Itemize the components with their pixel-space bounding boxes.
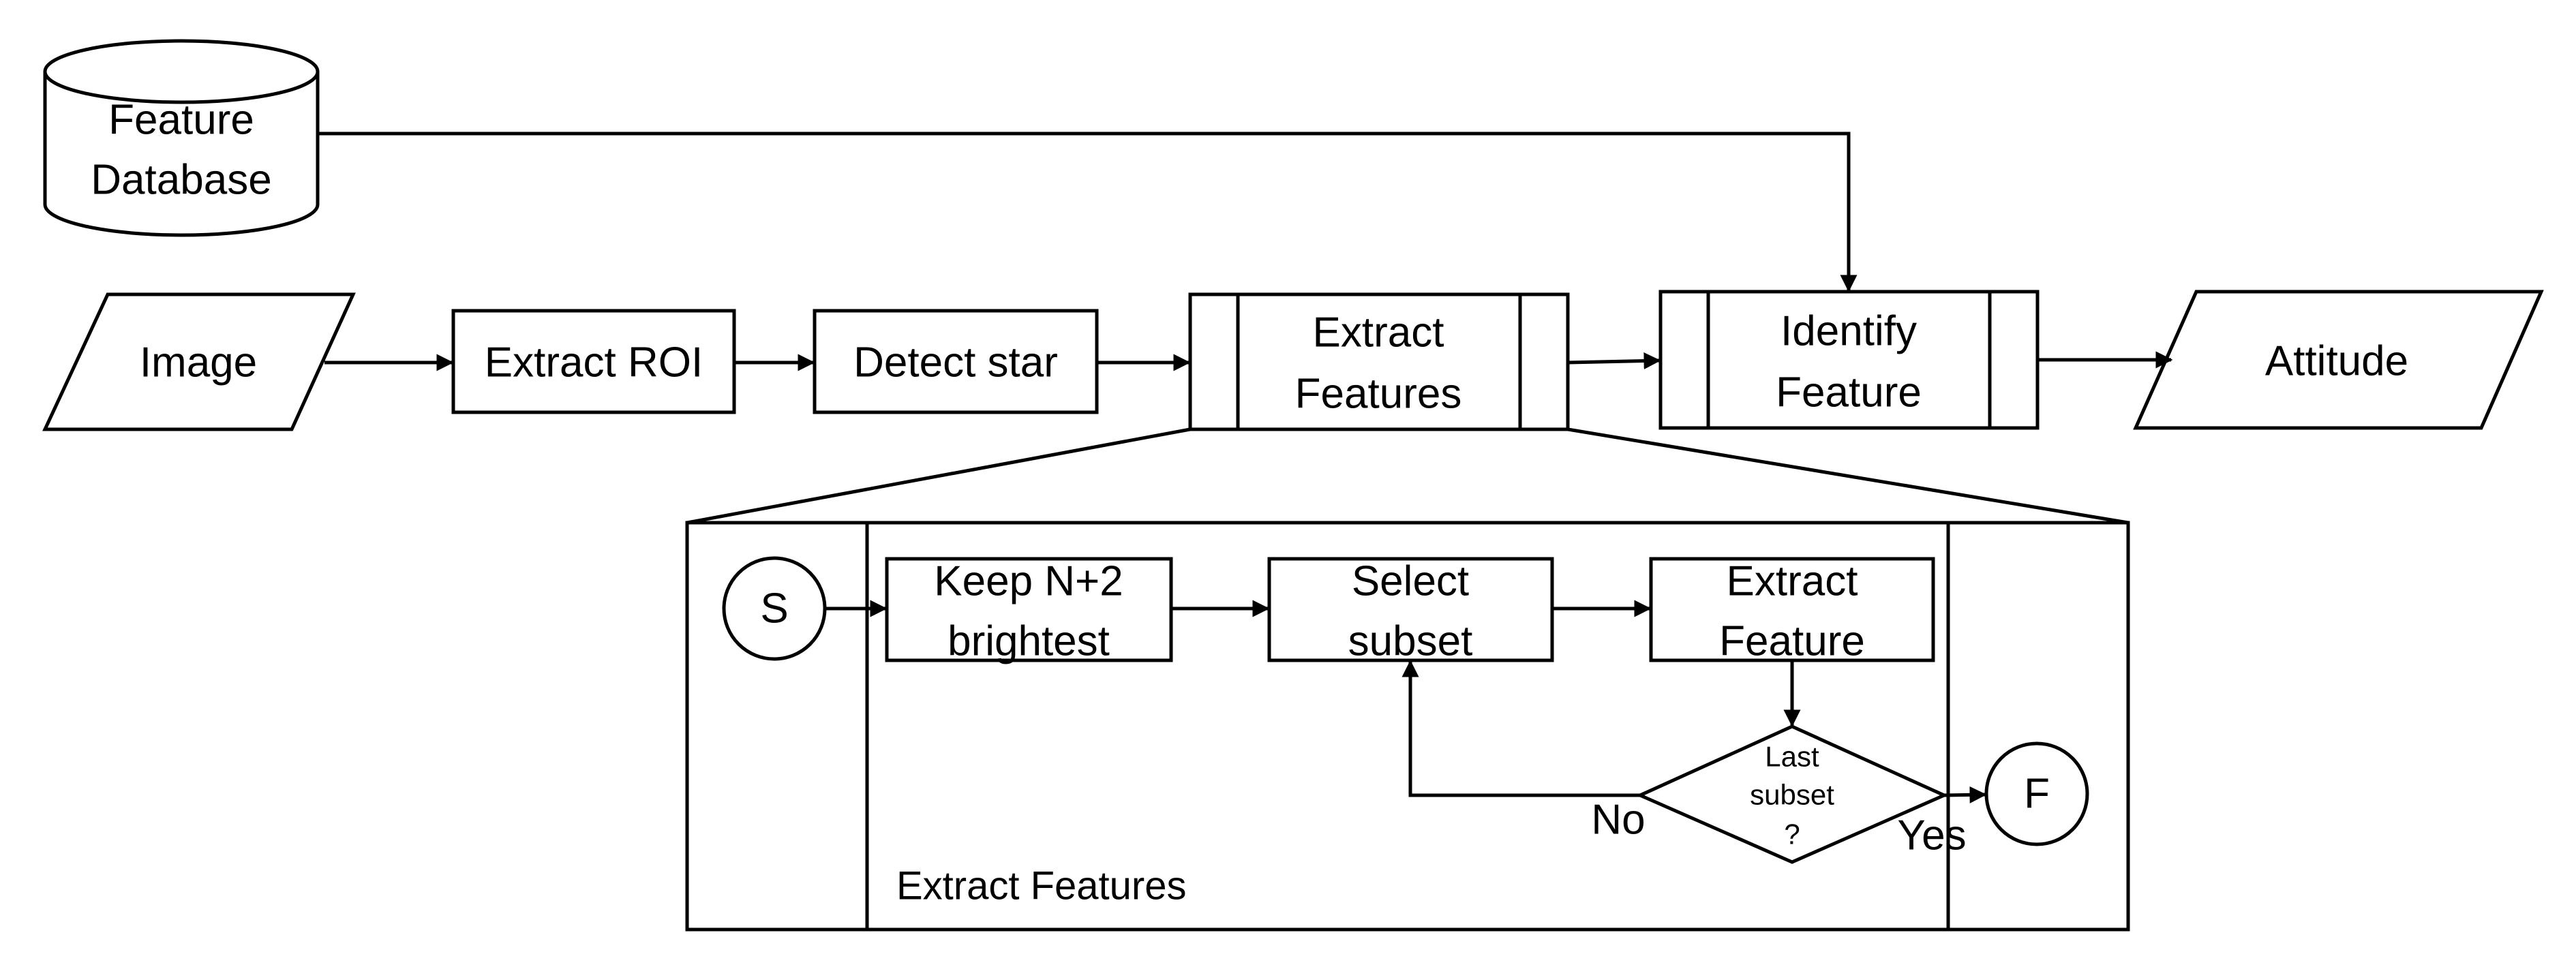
detect-star-label: Detect star bbox=[853, 339, 1058, 386]
zoom-line-right bbox=[1567, 427, 2129, 525]
extract-feature-label-line2: Feature bbox=[1719, 618, 1865, 665]
select-subset-node: Select subset bbox=[1267, 557, 1554, 665]
image-label: Image bbox=[140, 339, 257, 386]
extract-feature-node: Extract Feature bbox=[1649, 557, 1935, 665]
extract-features-node: Extract Features bbox=[1188, 292, 1570, 431]
last-subset-decision-node: Last subset ? bbox=[1635, 724, 1949, 864]
attitude-output-node: Attitude bbox=[2133, 290, 2544, 430]
keep-brightest-label-line2: brightest bbox=[948, 618, 1110, 665]
identify-feature-label-line2: Feature bbox=[1776, 369, 1922, 416]
decision-label-line1: Last bbox=[1765, 741, 1819, 773]
identify-feature-node: Identify Feature bbox=[1658, 290, 2040, 430]
arrow-extract-features-to-identify-feature bbox=[1567, 352, 1661, 370]
finish-node: F bbox=[1984, 741, 2089, 846]
decision-label-line2: subset bbox=[1750, 779, 1834, 811]
attitude-label: Attitude bbox=[2265, 338, 2408, 385]
extract-roi-label: Extract ROI bbox=[485, 339, 703, 386]
detail-box-title: Extract Features bbox=[896, 864, 1186, 908]
extract-feature-label-line1: Extract bbox=[1727, 558, 1858, 605]
no-branch-label: No bbox=[1591, 797, 1645, 844]
yes-branch-label: Yes bbox=[1897, 812, 1966, 859]
keep-brightest-label-line1: Keep N+2 bbox=[934, 558, 1123, 605]
start-label: S bbox=[760, 585, 788, 632]
extract-features-label-line2: Features bbox=[1295, 371, 1462, 418]
select-subset-label-line2: subset bbox=[1348, 618, 1473, 665]
decision-label-line3: ? bbox=[1784, 818, 1800, 850]
feature-database-node: Feature Database bbox=[43, 39, 320, 237]
arrow-decision-no-to-select-subset bbox=[1401, 660, 1640, 797]
extract-roi-node: Extract ROI bbox=[451, 309, 736, 414]
start-node: S bbox=[722, 556, 827, 661]
feature-database-label-line1: Feature bbox=[108, 97, 254, 144]
select-subset-label-line1: Select bbox=[1352, 558, 1469, 605]
identify-feature-label-line1: Identify bbox=[1781, 308, 1917, 355]
image-input-node: Image bbox=[42, 292, 356, 431]
feature-database-label-line2: Database bbox=[91, 157, 271, 204]
finish-label: F bbox=[2024, 771, 2050, 818]
arrow-database-to-identify-feature bbox=[318, 132, 1858, 292]
zoom-line-left bbox=[686, 427, 1191, 525]
keep-brightest-node: Keep N+2 brightest bbox=[885, 557, 1173, 665]
extract-features-label-line1: Extract bbox=[1313, 309, 1444, 356]
detect-star-node: Detect star bbox=[813, 309, 1099, 414]
